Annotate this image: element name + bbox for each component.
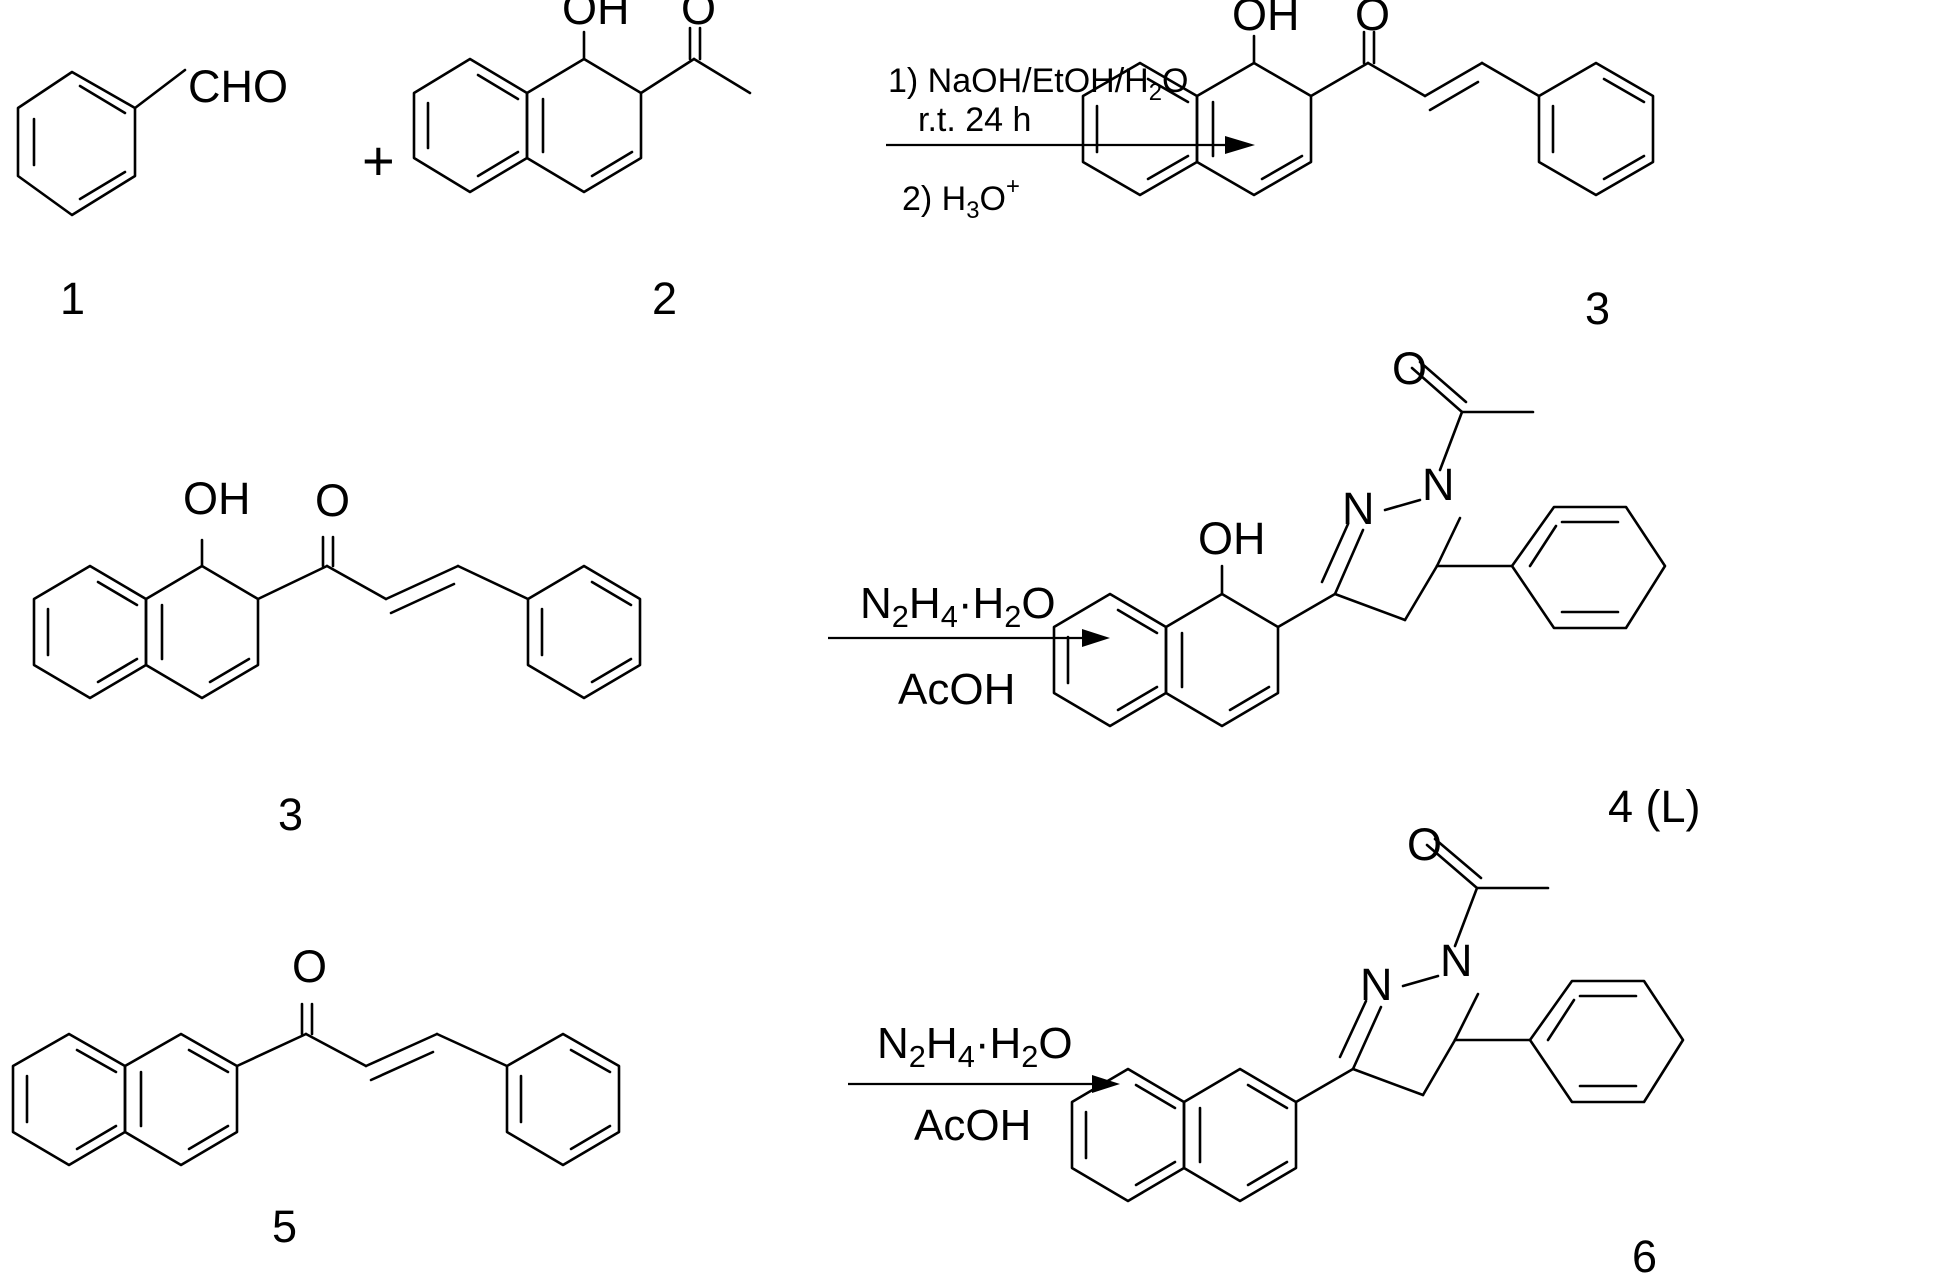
carbonyl-oxygen-label: O — [1392, 343, 1427, 394]
compound-4-bonds — [1052, 360, 1667, 728]
svg-text:2) H3O+: 2) H3O+ — [902, 173, 1020, 224]
reaction-conditions-3: N2H4·H2O AcOH — [877, 1019, 1073, 1150]
svg-text:1) NaOH/EtOH/H2O: 1) NaOH/EtOH/H2O — [888, 62, 1188, 106]
compound-5-bonds — [11, 1002, 621, 1167]
condition-step2: 2) H — [902, 180, 966, 218]
compound-2-label: 2 — [652, 273, 677, 324]
compound-3-label: 3 — [1585, 283, 1610, 334]
pyrazoline-n1-label: N — [1440, 935, 1473, 986]
compound-1-label: 1 — [60, 273, 85, 324]
carbonyl-oxygen-label: O — [681, 0, 716, 34]
hydroxyl-label: OH — [1232, 0, 1300, 40]
compound-3-product: OH O 3 — [1081, 0, 1655, 334]
carbonyl-oxygen-label: O — [315, 475, 350, 526]
compound-2-acetonaphthol: OH O 2 — [412, 0, 752, 324]
reagent-hydrazine: N — [877, 1019, 909, 1068]
compound-3-bonds — [1081, 30, 1655, 197]
compound-5-chalcone: O 5 — [11, 941, 621, 1252]
reagent-hydrazine: N — [860, 579, 892, 628]
pyrazoline-n2-label: N — [1360, 959, 1393, 1010]
plus-sign: + — [362, 129, 395, 192]
carbonyl-oxygen-label: O — [292, 941, 327, 992]
compound-4-label: 4 (L) — [1608, 781, 1701, 832]
solvent-acetic-acid: AcOH — [914, 1101, 1031, 1150]
compound-1-benzaldehyde: CHO 1 — [16, 61, 288, 324]
compound-6-bonds — [1070, 837, 1685, 1203]
svg-text:N2H4·H2O: N2H4·H2O — [877, 1019, 1073, 1074]
hydroxyl-label: OH — [562, 0, 630, 34]
compound-4-pyrazoline: OH O N N 4 (L) — [1052, 343, 1701, 832]
reaction-arrow-3 — [848, 1075, 1120, 1093]
carbonyl-oxygen-label: O — [1407, 819, 1442, 870]
compound-2-bonds — [412, 26, 752, 194]
compound-3-reactant: OH O 3 — [32, 473, 642, 840]
reaction-conditions-1: 1) NaOH/EtOH/H2O r.t. 24 h 2) H3O+ — [888, 62, 1188, 224]
reaction-arrow-1 — [886, 136, 1255, 154]
condition-time: r.t. 24 h — [918, 101, 1031, 139]
compound-1-bonds — [16, 68, 187, 217]
reaction-conditions-2: N2H4·H2O AcOH — [860, 579, 1056, 714]
reaction-arrow-2 — [828, 629, 1110, 647]
aldehyde-group-label: CHO — [188, 61, 288, 112]
hydroxyl-label: OH — [183, 473, 251, 524]
carbonyl-oxygen-label: O — [1355, 0, 1390, 40]
hydroxyl-label: OH — [1198, 513, 1266, 564]
compound-3-reactant-label: 3 — [278, 789, 303, 840]
pyrazoline-n2-label: N — [1342, 483, 1375, 534]
svg-text:N2H4·H2O: N2H4·H2O — [860, 579, 1056, 634]
compound-6-label: 6 — [1632, 1231, 1657, 1276]
solvent-acetic-acid: AcOH — [898, 665, 1015, 714]
condition-step1: 1) NaOH/EtOH/H — [888, 62, 1149, 100]
pyrazoline-n1-label: N — [1422, 459, 1455, 510]
compound-6-pyrazoline: O N N 6 — [1070, 819, 1685, 1276]
compound-5-label: 5 — [272, 1201, 297, 1252]
compound-3-reactant-bonds — [32, 535, 642, 700]
